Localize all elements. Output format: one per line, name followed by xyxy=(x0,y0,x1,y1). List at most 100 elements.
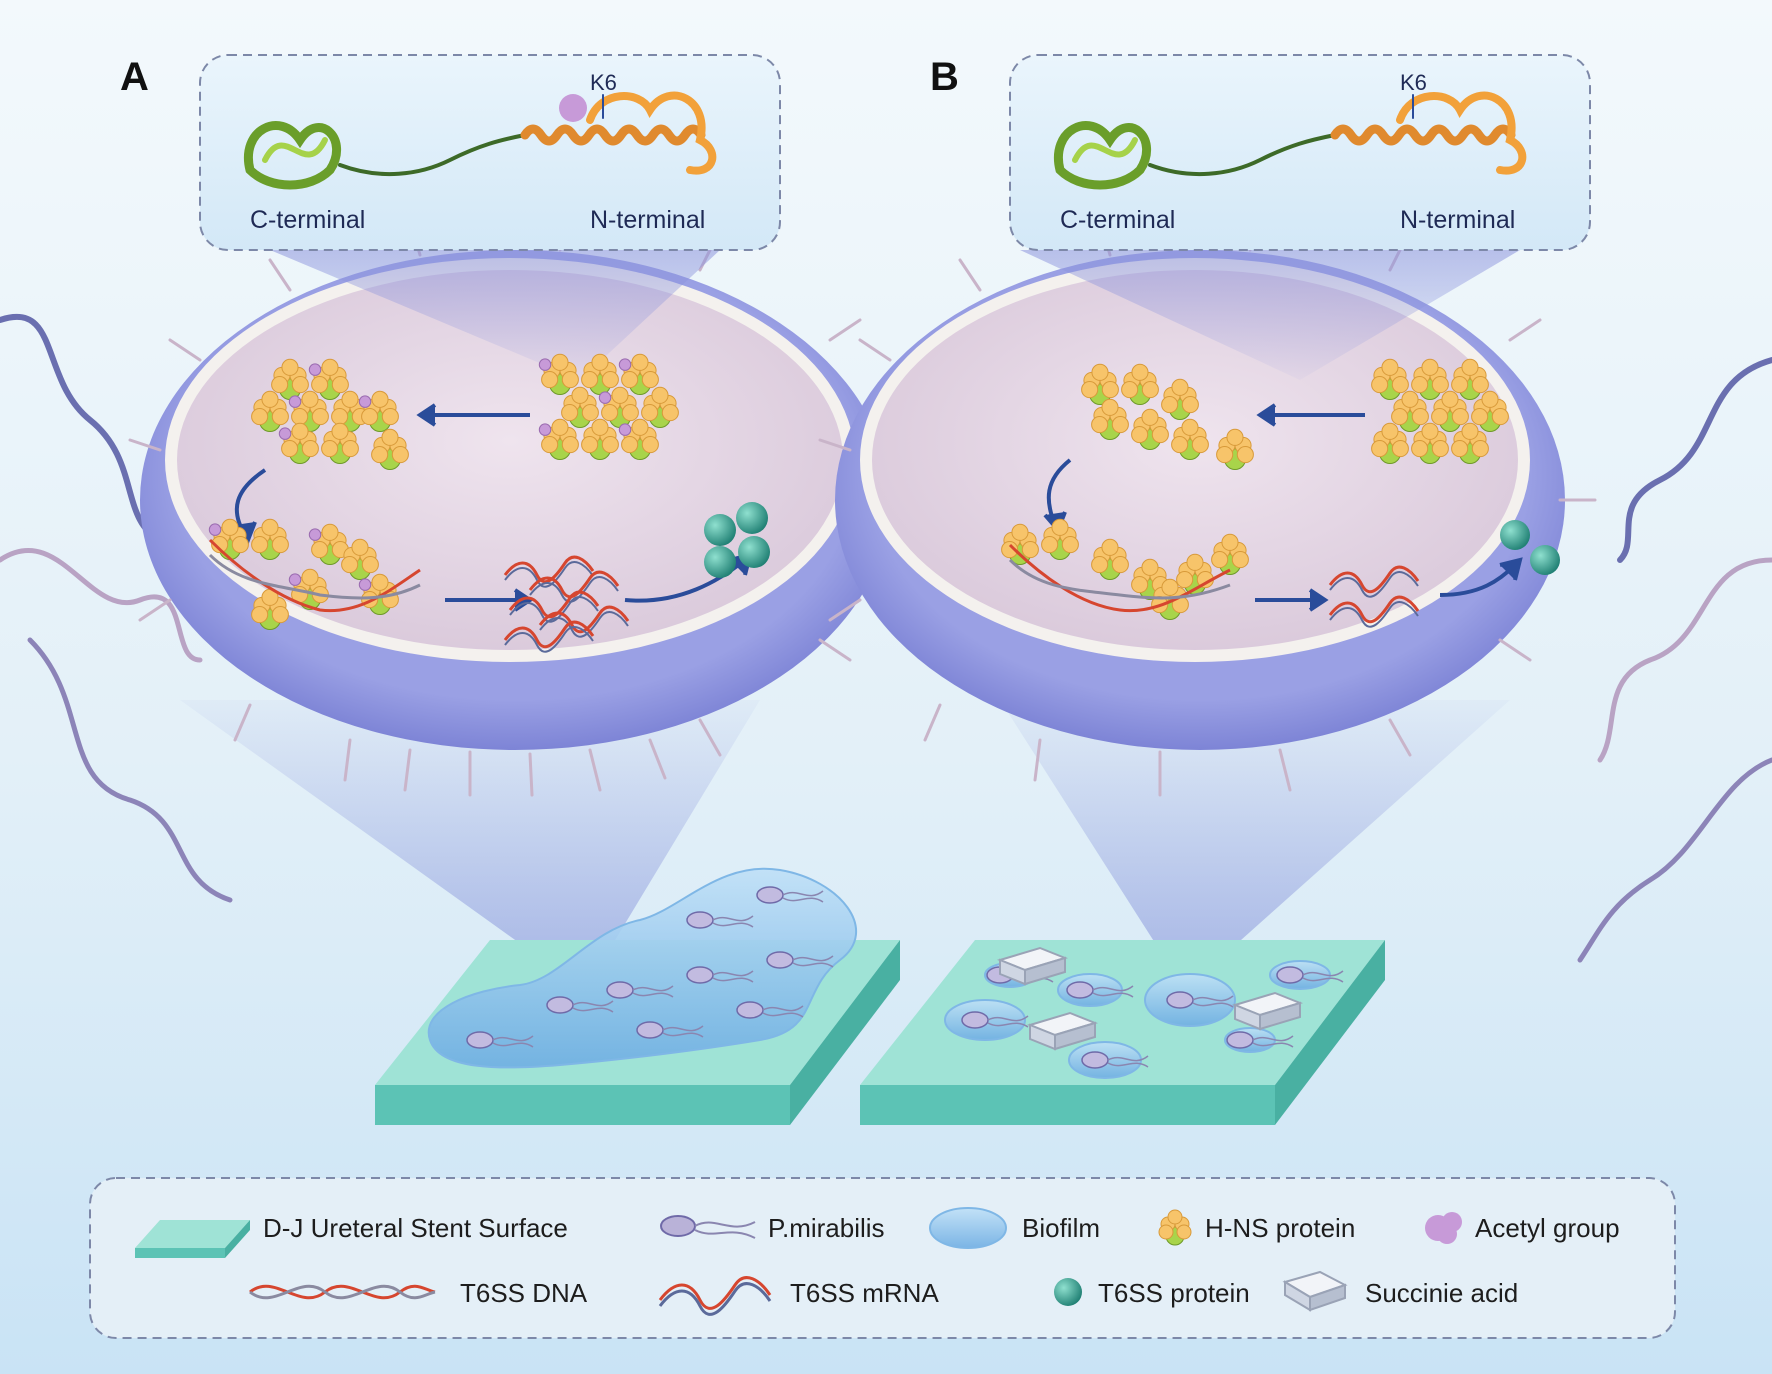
bacterium xyxy=(1226,1031,1254,1049)
bacterium xyxy=(686,911,714,929)
legend-label-acetyl: Acetyl group xyxy=(1475,1213,1620,1243)
t6ss-proteins-A xyxy=(704,502,770,578)
bacterium xyxy=(766,951,794,969)
hns-protein xyxy=(1411,422,1449,465)
biofilm-blob-icon xyxy=(929,1207,1007,1249)
hns-protein xyxy=(341,538,379,581)
acetyl-group xyxy=(538,358,552,371)
t6ss-mrna-A xyxy=(503,555,630,653)
mrna-strand xyxy=(503,620,595,649)
mrna-strand-shadow xyxy=(1329,571,1419,598)
inset-A-n-terminal: N-terminal xyxy=(590,206,705,234)
zoom-cone-B-top xyxy=(1020,250,1520,380)
hns-protein xyxy=(1171,418,1209,461)
legend-icons xyxy=(135,1207,1462,1316)
mrna-strand xyxy=(1328,565,1420,594)
t6ss-dna-B xyxy=(1008,543,1231,613)
acetyl-group xyxy=(358,395,372,408)
hns-protein xyxy=(581,418,619,461)
hns-protein xyxy=(538,418,579,461)
bacterium-icon xyxy=(660,1215,756,1239)
hns-protein xyxy=(618,353,659,396)
acetyl-group xyxy=(538,423,552,436)
acetyl-group-icon xyxy=(1425,1212,1462,1244)
stent-A xyxy=(375,867,900,1125)
hns-protein xyxy=(251,588,289,631)
bacterium xyxy=(736,1001,764,1019)
legend-box xyxy=(89,1177,1676,1339)
legend-label-mrna: T6SS mRNA xyxy=(790,1278,939,1308)
hns-protein xyxy=(1431,390,1469,433)
hns-protein xyxy=(1371,358,1409,401)
t6ss-protein-icon xyxy=(1054,1278,1082,1306)
legend-label-succinic: Succinie acid xyxy=(1365,1278,1518,1308)
t6ss-mrna-B xyxy=(1328,565,1420,628)
hns-protein xyxy=(1121,363,1159,406)
bacterium xyxy=(636,1021,664,1039)
protein-structure-A xyxy=(244,91,717,190)
hns-protein xyxy=(1081,363,1119,406)
legend-label-bacterium: P.mirabilis xyxy=(768,1213,885,1243)
bacterium xyxy=(606,981,634,999)
hns-protein xyxy=(308,523,349,566)
acetyl-group xyxy=(598,391,612,404)
mrna-strand-shadow xyxy=(529,576,619,603)
hns-protein xyxy=(581,353,619,396)
bacterium xyxy=(466,1031,494,1049)
hns-protein xyxy=(561,386,599,429)
mrna-strand xyxy=(528,570,620,599)
acetyl-group xyxy=(308,528,322,541)
inset-B-n-terminal: N-terminal xyxy=(1400,206,1515,234)
bacterium xyxy=(546,996,574,1014)
hns-protein xyxy=(1451,358,1489,401)
hns-protein xyxy=(1158,1209,1192,1246)
hns-protein xyxy=(278,422,319,465)
hns-protein xyxy=(251,390,289,433)
bacterium xyxy=(686,966,714,984)
mrna-strand-shadow xyxy=(509,596,599,623)
hns-clusters-B xyxy=(1001,358,1509,621)
mrna-strand-shadow xyxy=(504,626,594,653)
hns-protein xyxy=(1371,422,1409,465)
t6ss-dna-A xyxy=(208,538,421,613)
dna-helix-icon xyxy=(249,1284,436,1300)
zoom-cone-B-bottom xyxy=(1000,700,1510,990)
zoom-cone-A-top xyxy=(270,250,720,380)
hns-protein xyxy=(1211,533,1249,576)
inset-B-c-terminal: C-terminal xyxy=(1060,206,1175,234)
succinic-crystal-icon xyxy=(1282,1270,1348,1312)
hns-protein xyxy=(1411,358,1449,401)
inset-B-site-label: K6 xyxy=(1400,70,1427,95)
acetyl-group-A xyxy=(559,94,587,122)
inset-A xyxy=(199,54,781,251)
flagella xyxy=(0,314,1772,963)
hns-protein xyxy=(288,390,329,433)
bacterium xyxy=(1066,981,1094,999)
hns-protein xyxy=(538,353,579,396)
inset-A-site-label: K6 xyxy=(590,70,617,95)
hns-protein xyxy=(1161,378,1199,421)
hns-protein xyxy=(641,386,679,429)
acetyl-group xyxy=(308,363,322,376)
acetyl-group xyxy=(288,395,302,408)
bacterium xyxy=(756,886,784,904)
stent-slab-icon xyxy=(135,1220,250,1258)
t6ss-proteins-B xyxy=(1500,520,1560,575)
legend-label-dna: T6SS DNA xyxy=(460,1278,588,1308)
hns-protein xyxy=(1471,390,1509,433)
hns-protein xyxy=(1041,518,1079,561)
hns-protein xyxy=(1391,390,1429,433)
bacterium xyxy=(1276,966,1304,984)
hns-protein xyxy=(598,386,639,429)
mrna-strand xyxy=(1328,595,1420,624)
protein-structure-B xyxy=(1054,91,1527,190)
legend-label-stent: D-J Ureteral Stent Surface xyxy=(263,1213,568,1243)
inset-B xyxy=(1009,54,1591,251)
hns-protein xyxy=(251,518,289,561)
hns-protein xyxy=(1451,422,1489,465)
inset-A-c-terminal: C-terminal xyxy=(250,206,365,234)
acetyl-group xyxy=(618,423,632,436)
acetyl-group xyxy=(208,523,222,536)
